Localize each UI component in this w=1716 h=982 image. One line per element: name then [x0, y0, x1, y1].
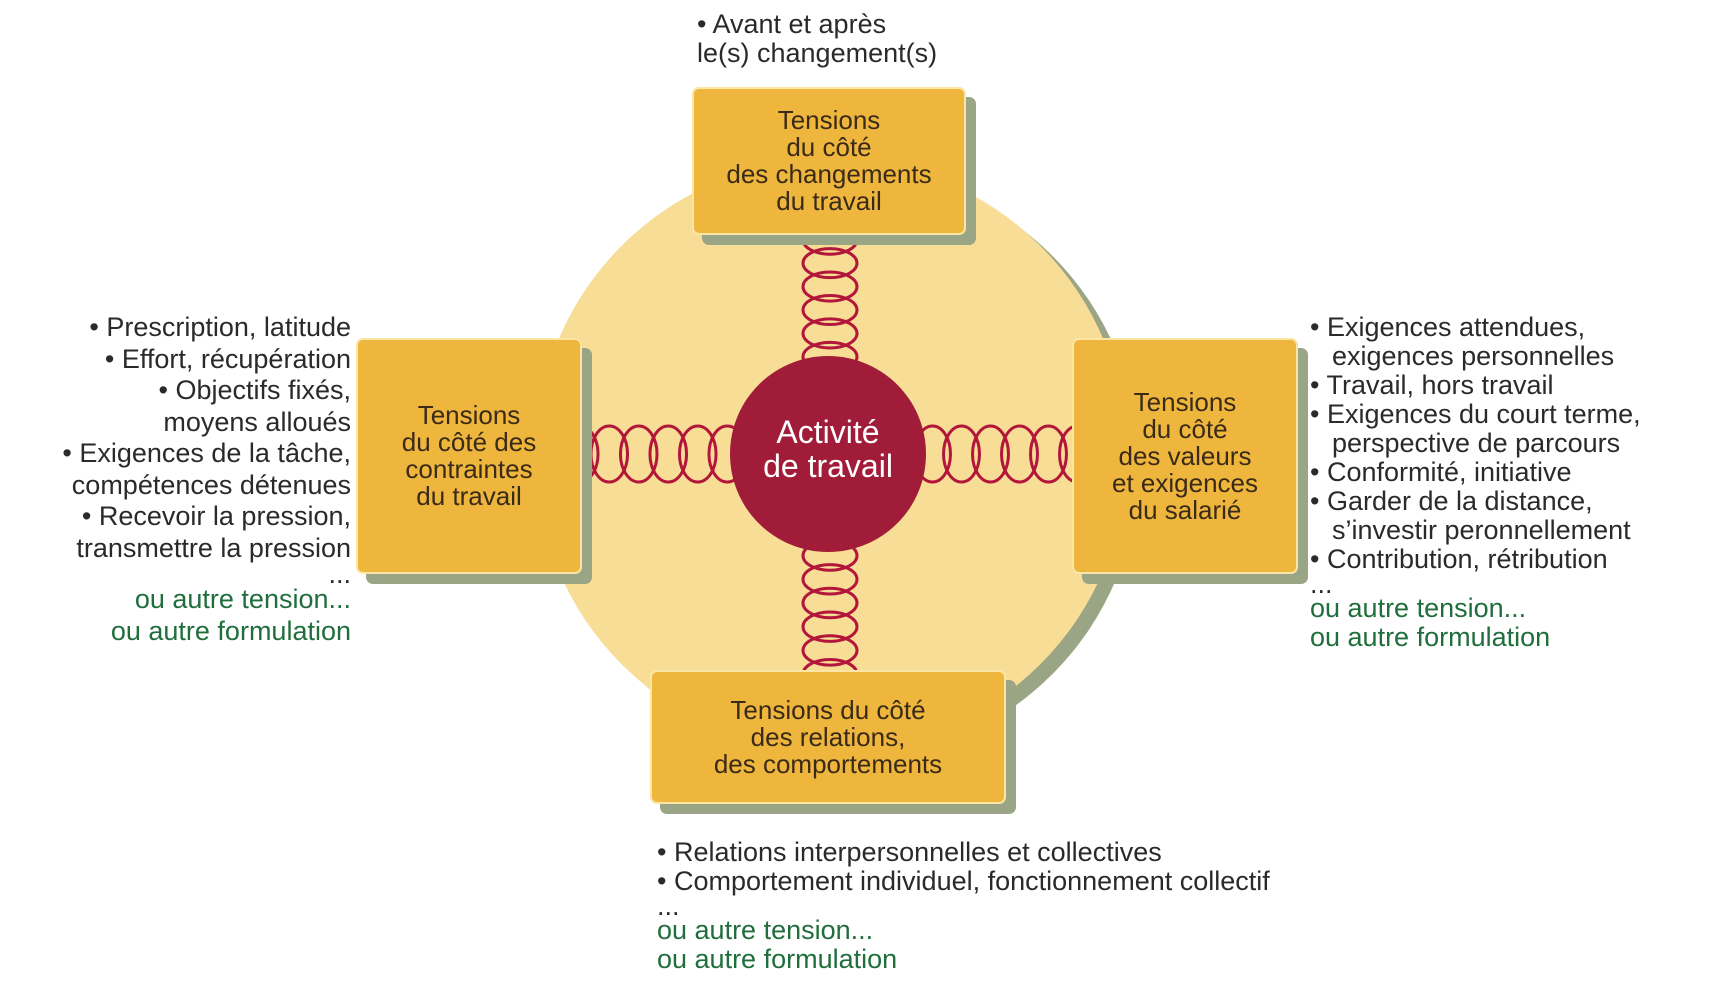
alt-formulation-text: ou autre formulation [110, 615, 351, 646]
alt-tension-text: ou autre tension... [134, 584, 351, 614]
note-line: s’investir peronnellement [1332, 515, 1631, 545]
spring-loop [677, 424, 718, 484]
note-line: • Recevoir la pression, [81, 501, 351, 531]
note-line: • Travail, hors travail [1310, 370, 1554, 400]
spring-loop [801, 293, 859, 327]
box-values: Tensions du côté des valeurs et exigence… [1072, 338, 1298, 574]
spring-loop [801, 317, 859, 350]
note-line: ... [328, 559, 351, 589]
note-top: • Avant et après le(s) changement(s) [697, 10, 937, 68]
note-bottom: • Relations interpersonnelles et collect… [657, 838, 1270, 974]
spring-loop [801, 610, 859, 643]
center-label: Activité de travail [763, 414, 893, 484]
note-line: • Contribution, rétribution [1310, 544, 1608, 574]
note-line: moyens alloués [163, 406, 351, 437]
spring-loop [942, 424, 981, 484]
spring-loop [971, 424, 1010, 484]
note-line: • Conformité, initiative [1310, 457, 1572, 487]
box-constraints: Tensions du côté des contraintes du trav… [356, 338, 582, 574]
note-line: • Exigences du court terme, [1310, 399, 1641, 429]
note-line: exigences personnelles [1332, 341, 1615, 371]
box-relations: Tensions du côté des relations, des comp… [650, 670, 1006, 804]
note-line: • Exigences attendues, [1310, 312, 1586, 342]
note-right: • Exigences attendues, exigences personn… [1310, 313, 1641, 652]
spring-loop [1000, 424, 1039, 484]
spring-loop [648, 424, 689, 484]
note-line: ... [657, 891, 680, 921]
note-line: • Exigences de la tâche, [62, 438, 351, 468]
spring-loop [589, 424, 630, 484]
note-left: • Prescription, latitude • Effort, récup… [62, 312, 351, 647]
note-line: perspective de parcours [1332, 428, 1621, 458]
spring-loop [801, 563, 859, 596]
note-line: • Relations interpersonnelles et collect… [657, 837, 1162, 867]
spring-loop [618, 424, 659, 484]
spring-loop [801, 247, 859, 280]
note-line: • Avant et après [697, 9, 887, 39]
note-line: ... [1310, 569, 1333, 599]
note-line: • Objectifs fixés, [158, 375, 351, 405]
note-line: • Comportement individuel, fonctionnemen… [657, 866, 1270, 896]
alt-formulation-text: ou autre formulation [1310, 622, 1551, 652]
note-line: compétences détenues [71, 469, 351, 500]
alt-formulation-text: ou autre formulation [657, 944, 898, 974]
alt-tension-text: ou autre tension... [657, 915, 874, 945]
spring-loop [1029, 424, 1068, 484]
spring-loop [801, 634, 859, 667]
note-line: transmettre la pression [76, 532, 351, 563]
note-line: le(s) changement(s) [697, 38, 938, 68]
note-line: • Garder de la distance, [1310, 486, 1593, 516]
spring-loop [801, 270, 859, 303]
spring-loop [801, 586, 859, 620]
note-line: • Prescription, latitude [89, 312, 351, 342]
alt-tension-text: ou autre tension... [1310, 593, 1527, 623]
box-changes: Tensions du côté des changements du trav… [692, 87, 966, 235]
note-line: • Effort, récupération [104, 343, 351, 374]
center-disc [730, 356, 926, 552]
